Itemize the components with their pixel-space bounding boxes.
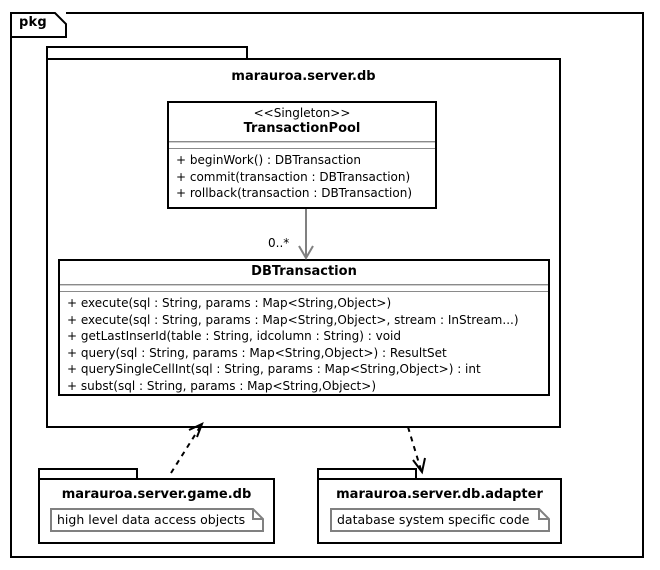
class-operations-compartment: + execute(sql : String, params : Map<Str… [60,292,548,398]
package-tab-db-adapter [317,468,417,480]
class-name: TransactionPool [243,121,361,136]
operation-row: + beginWork() : DBTransaction [176,153,361,167]
package-db-adapter-title: marauroa.server.db.adapter [336,487,543,502]
frame-label: pkg [19,15,47,30]
note-text: database system specific code [337,512,530,527]
package-game-db-title: marauroa.server.game.db [61,487,252,502]
class-name: DBTransaction [251,264,357,279]
note-game-db: high level data access objects [50,508,264,532]
operation-row: + querySingleCellInt(sql : String, param… [67,362,481,376]
class-header-db-transaction: DBTransaction [60,261,548,285]
class-db-transaction[interactable]: DBTransaction + execute(sql : String, pa… [58,259,550,396]
package-main-title: marauroa.server.db [231,69,376,84]
class-transaction-pool[interactable]: <<Singleton>> TransactionPool + beginWor… [167,101,437,209]
operation-row: + rollback(transaction : DBTransaction) [176,186,413,200]
note-db-adapter: database system specific code [330,508,550,532]
class-attributes-compartment [169,142,435,149]
operation-row: + subst(sql : String, params : Map<Strin… [67,378,376,393]
package-tab-main [46,46,248,60]
class-operations-compartment: + beginWork() : DBTransaction + commit(t… [169,149,435,206]
frame-tab: pkg [10,12,67,38]
operation-row: + getLastInserId(table : String, idcolum… [67,329,401,343]
class-attributes-compartment [60,285,548,292]
multiplicity-label: 0..* [268,236,290,250]
class-stereotype: <<Singleton>> [253,106,351,120]
class-header-transaction-pool: <<Singleton>> TransactionPool [169,103,435,142]
operation-row: + commit(transaction : DBTransaction) [176,169,411,184]
operation-row: + execute(sql : String, params : Map<Str… [67,296,392,310]
note-shape [330,508,550,532]
operation-row: + query(sql : String, params : Map<Strin… [67,345,447,360]
package-tab-game-db [38,468,138,480]
note-text: high level data access objects [57,512,246,527]
operation-row: + execute(sql : String, params : Map<Str… [67,312,519,327]
frame-tab-shape [10,12,67,38]
note-shape [50,508,264,532]
